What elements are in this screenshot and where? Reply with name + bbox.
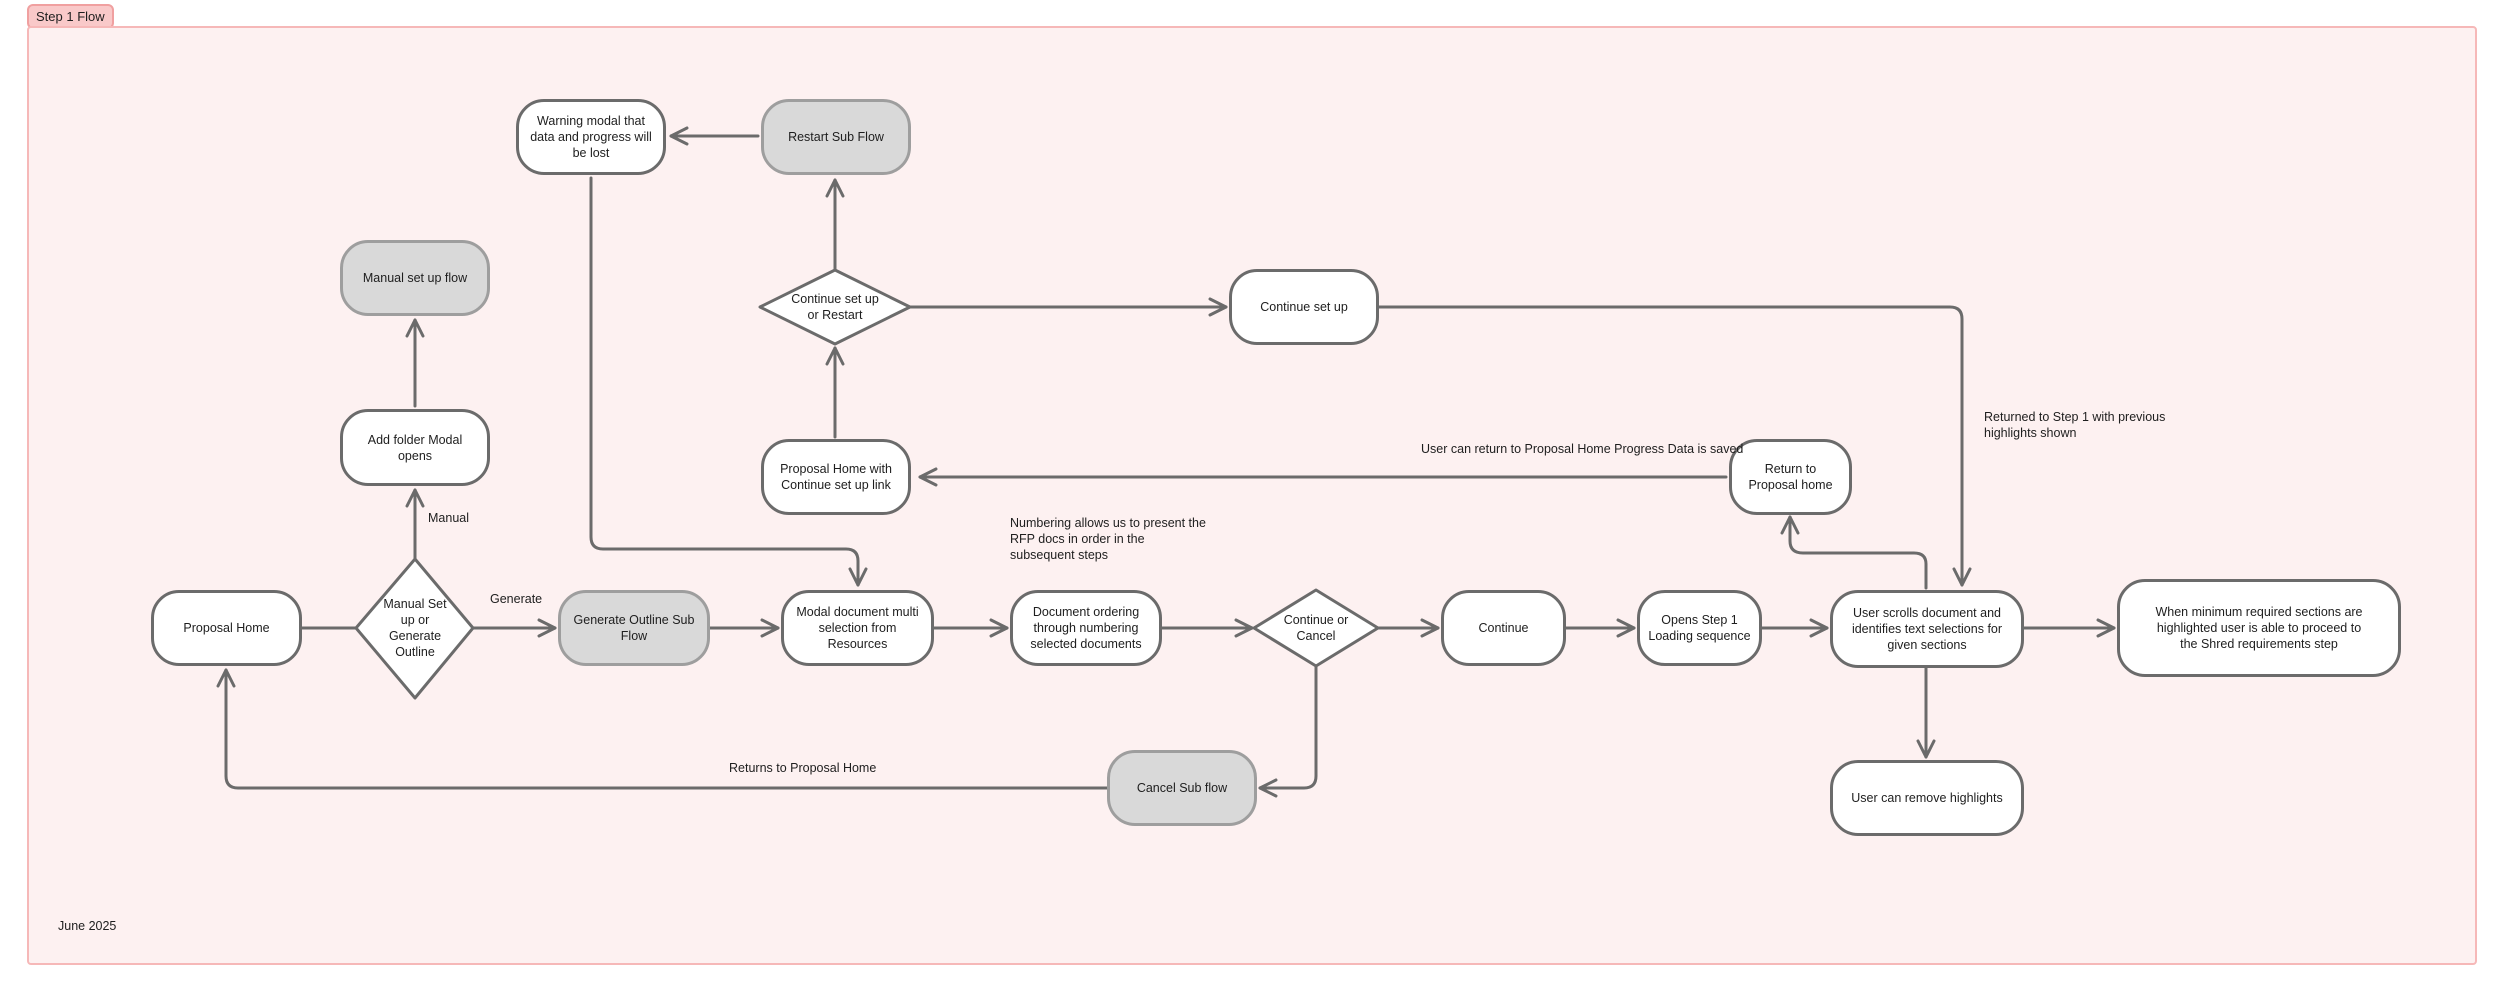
decision-diamond-continue-or-restart (758, 268, 912, 346)
annotation-numbering-note: Numbering allows us to present the RFP d… (1010, 516, 1206, 562)
node-minimum-sections-proceed[interactable]: When minimum required sections are highl… (2117, 579, 2401, 677)
node-continue[interactable]: Continue (1441, 590, 1566, 666)
node-document-ordering[interactable]: Document ordering through numbering sele… (1010, 590, 1162, 666)
edge-label-returns-to-proposal-home: Returns to Proposal Home (729, 761, 877, 775)
edge-label-user-can-return: User can return to Proposal Home Progres… (1421, 442, 1744, 456)
edge-scroll-to-return-home (1780, 515, 1928, 590)
edge-cancel-to-home (216, 668, 1109, 790)
edge-decision-to-cancel (1258, 664, 1318, 798)
edge-label-generate: Generate (490, 592, 543, 606)
node-warning-modal[interactable]: Warning modal that data and progress wil… (516, 99, 666, 175)
node-proposal-home-continue-link[interactable]: Proposal Home with Continue set up link (761, 439, 911, 515)
node-user-scrolls-document[interactable]: User scrolls document and identifies tex… (1830, 590, 2024, 668)
decision-text-continue-or-restart: Continue set up or Restart (791, 292, 879, 322)
edge-continue-setup-to-scroll (1377, 305, 1972, 587)
edge-label-manual: Manual (428, 511, 469, 525)
decision-text-continue-or-cancel: Continue or Cancel (1283, 613, 1349, 643)
node-restart-sub-flow[interactable]: Restart Sub Flow (761, 99, 911, 175)
node-cancel-sub-flow[interactable]: Cancel Sub flow (1107, 750, 1257, 826)
section-tag: Step 1 Flow (27, 4, 114, 29)
node-continue-set-up[interactable]: Continue set up (1229, 269, 1379, 345)
decision-diamond-manual-or-generate (354, 557, 475, 700)
decision-text-manual-or-generate: Manual Set up or Generate Outline (383, 597, 447, 659)
node-return-to-proposal-home[interactable]: Return to Proposal home (1729, 439, 1852, 515)
node-opens-step1-loading[interactable]: Opens Step 1 Loading sequence (1637, 590, 1762, 666)
edge-label-returned-to-step1: Returned to Step 1 with previous highlig… (1984, 410, 2166, 440)
node-generate-outline-sub-flow[interactable]: Generate Outline Sub Flow (558, 590, 710, 666)
node-modal-document-multi-selection[interactable]: Modal document multi selection from Reso… (781, 590, 934, 666)
node-manual-setup-flow[interactable]: Manual set up flow (340, 240, 490, 316)
node-proposal-home[interactable]: Proposal Home (151, 590, 302, 666)
node-user-can-remove-highlights[interactable]: User can remove highlights (1830, 760, 2024, 836)
footer-date: June 2025 (58, 919, 117, 933)
node-add-folder-modal[interactable]: Add folder Modal opens (340, 409, 490, 486)
edge-warning-to-modal (589, 176, 868, 587)
